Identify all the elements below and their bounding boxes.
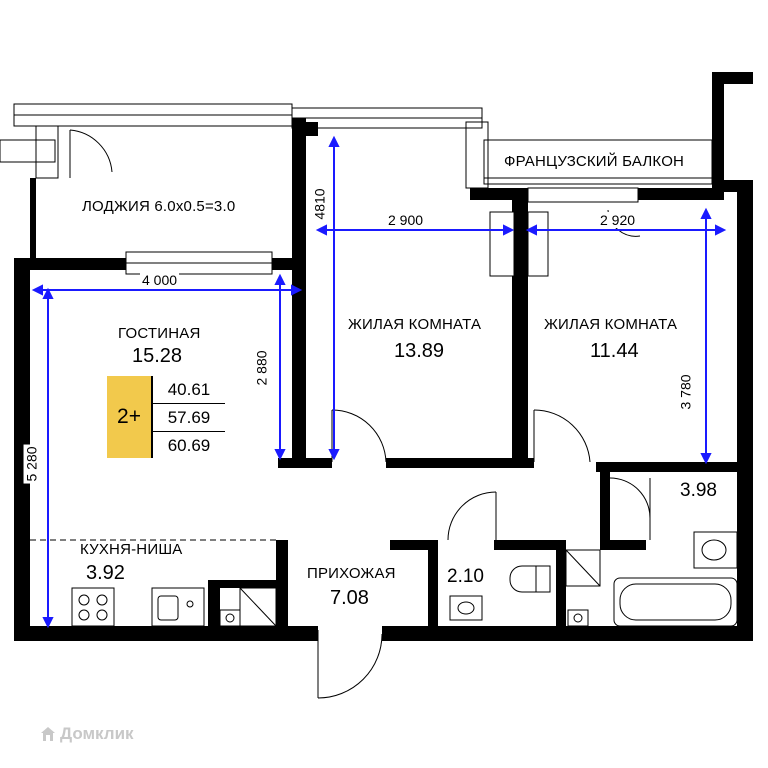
hall-area: 7.08	[330, 587, 369, 609]
french-balcony-frame	[483, 139, 713, 185]
bedroom2-name: ЖИЛАЯ КОМНАТА	[544, 316, 678, 333]
dim-bedroom2-width: 2 920	[598, 212, 638, 228]
kitchen-area: 3.92	[86, 562, 125, 584]
bedroom2-area: 11.44	[590, 340, 639, 362]
area-values: 40.61 57.69 60.69	[151, 376, 225, 458]
kitchen-name: КУХНЯ-НИША	[80, 541, 183, 558]
dim-left-height: 5 280	[23, 444, 40, 484]
home-icon	[41, 727, 55, 741]
room-count-badge: 2+	[107, 376, 151, 458]
total-area-with-balcony-value: 60.69	[167, 435, 211, 455]
dim-bedroom1-width: 2 900	[386, 212, 426, 228]
living-room-area: 15.28	[132, 345, 183, 367]
loggia-glazing	[0, 103, 489, 189]
loggia-label: ЛОДЖИЯ 6.0x0.5=3.0	[82, 198, 236, 215]
kitchen-stove	[71, 587, 115, 627]
hall-name: ПРИХОЖАЯ	[307, 565, 396, 582]
dim-living-width: 4 000	[140, 272, 180, 288]
living-room-name: ГОСТИНАЯ	[118, 325, 201, 342]
apartment-summary-badge: 2+ 40.61 57.69 60.69	[107, 376, 225, 458]
bedroom1-name: ЖИЛАЯ КОМНАТА	[348, 316, 482, 333]
watermark: Домклик	[40, 724, 134, 744]
bath-fixtures	[449, 531, 738, 627]
walls	[14, 72, 753, 641]
french-balcony-label: ФРАНЦУЗСКИЙ БАЛКОН	[504, 153, 685, 170]
bedroom1-area: 13.89	[394, 340, 445, 362]
windows	[125, 187, 639, 277]
total-area-value: 57.69	[153, 404, 225, 432]
living-area-value: 40.61	[153, 376, 225, 404]
bathroom-large-area: 3.98	[680, 480, 717, 501]
kitchen-sink	[151, 587, 205, 627]
shafts	[219, 549, 601, 627]
bathroom-small-area: 2.10	[447, 566, 484, 587]
dim-living-height: 2 880	[253, 348, 270, 388]
watermark-text: Домклик	[60, 724, 134, 743]
dim-bedroom2-height: 3 780	[677, 372, 694, 412]
dimension-lines	[31, 135, 727, 629]
dim-bedroom1-height: 4810	[311, 186, 328, 222]
